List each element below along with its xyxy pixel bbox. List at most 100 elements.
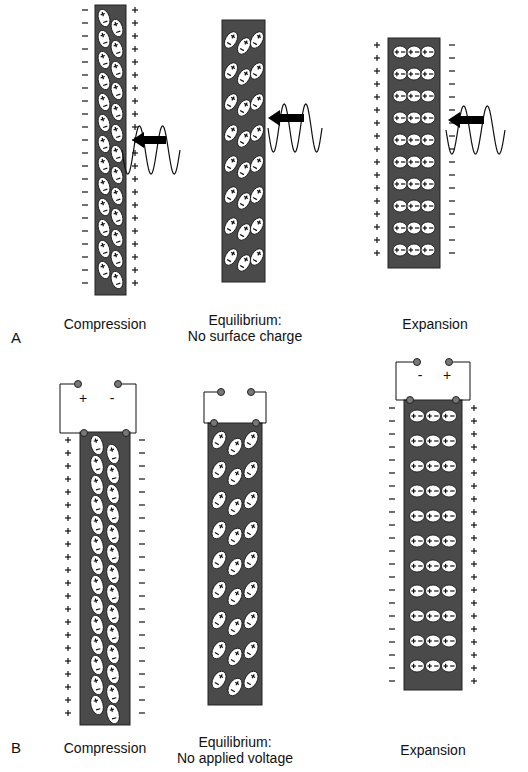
charge-symbol <box>220 494 222 498</box>
dipole <box>442 535 457 547</box>
dipole-ellipse <box>105 623 122 645</box>
charge-symbol <box>227 259 231 261</box>
charge-symbol <box>450 465 454 466</box>
charge-symbol <box>396 94 397 98</box>
terminal <box>253 420 260 427</box>
charge-symbol <box>257 252 261 254</box>
charge-symbol <box>232 252 234 256</box>
charge-symbol <box>231 35 235 37</box>
charge-symbol <box>111 488 112 492</box>
charge-symbol <box>112 538 116 539</box>
charge-symbol <box>418 565 422 566</box>
charge-symbol <box>415 205 419 206</box>
charge-symbol <box>396 226 397 230</box>
charge-symbol <box>240 141 244 143</box>
charge-symbol <box>231 540 235 542</box>
charge-symbol <box>95 699 96 703</box>
charge-symbol <box>82 269 88 270</box>
dipole-ellipse <box>410 560 425 572</box>
charge-symbol <box>410 160 411 164</box>
charge-symbol <box>235 652 239 654</box>
dipole-ellipse <box>393 112 407 124</box>
charge-symbol <box>116 178 120 179</box>
charge-symbol <box>95 499 96 503</box>
dipole-ellipse <box>393 46 407 58</box>
charge-symbol <box>449 200 455 201</box>
dipole-ellipse <box>89 534 106 556</box>
charge-symbol <box>376 55 377 61</box>
dipole-ellipse <box>89 574 106 596</box>
charge-symbol <box>401 117 405 118</box>
charge-symbol <box>449 70 455 71</box>
charge-symbol <box>116 241 120 242</box>
dipole <box>96 8 112 29</box>
charge-symbol <box>134 163 135 169</box>
charge-symbol <box>413 414 414 418</box>
charge-symbol <box>473 431 474 437</box>
charge-symbol <box>253 42 257 44</box>
charge-symbol <box>418 515 422 516</box>
charge-symbol <box>102 243 103 247</box>
dipole-ellipse <box>109 123 125 144</box>
charge-symbol <box>96 649 100 650</box>
dipole-ellipse <box>96 260 112 281</box>
charge-symbol <box>82 256 88 257</box>
panel-letter: A <box>6 330 26 346</box>
caption: Compression <box>50 316 160 332</box>
charge-symbol <box>102 117 103 121</box>
caption: Compression <box>50 740 160 756</box>
charge-symbol <box>231 252 235 254</box>
charge-symbol <box>134 20 135 26</box>
dipole <box>105 543 122 565</box>
charge-symbol <box>257 221 261 223</box>
charge-symbol <box>95 679 96 683</box>
dipole <box>426 460 441 472</box>
charge-symbol <box>111 708 112 712</box>
surface-charge <box>132 7 138 286</box>
charge-symbol <box>429 205 433 206</box>
charge-symbol <box>401 73 405 74</box>
charge-symbol <box>102 96 103 100</box>
charge-symbol <box>116 136 120 137</box>
dipole <box>442 560 457 572</box>
charge-symbol <box>251 465 255 467</box>
charge-symbol <box>82 100 88 101</box>
charge-symbol <box>82 22 88 23</box>
charge-symbol <box>376 237 377 243</box>
charge-symbol <box>429 227 433 228</box>
dipole-ellipse <box>235 252 254 273</box>
charge-symbol <box>396 160 397 164</box>
charge-symbol <box>67 697 68 703</box>
dipole <box>426 635 441 647</box>
charge-symbol <box>434 465 438 466</box>
charge-symbol <box>139 686 145 687</box>
dipole-ellipse <box>235 159 254 180</box>
charge-symbol <box>415 73 419 74</box>
charge-symbol <box>82 48 88 49</box>
dipole-ellipse <box>410 510 425 522</box>
dipole <box>248 122 267 143</box>
charge-symbol <box>429 589 430 593</box>
dipole-ellipse <box>393 68 407 80</box>
charge-symbol <box>389 498 395 499</box>
charge-symbol <box>445 664 446 668</box>
charge-symbol <box>103 21 107 22</box>
dipole-ellipse <box>426 435 441 447</box>
dipole-ellipse <box>407 46 421 58</box>
charge-symbol <box>473 457 474 463</box>
charge-symbol <box>115 169 116 173</box>
charge-symbol <box>240 234 244 236</box>
dipole-ellipse <box>209 489 229 511</box>
charge-symbol <box>429 664 430 668</box>
charge-symbol <box>82 126 88 127</box>
dipole <box>225 526 245 548</box>
dipole <box>96 50 112 71</box>
dipole-ellipse <box>96 50 112 71</box>
charge-symbol <box>429 439 430 443</box>
charge-symbol <box>449 44 455 45</box>
charge-symbol <box>450 415 454 416</box>
dipole-ellipse <box>442 560 457 572</box>
dipole <box>442 485 457 497</box>
charge-symbol <box>67 567 68 573</box>
caption: Equilibrium: No applied voltage <box>155 734 315 766</box>
